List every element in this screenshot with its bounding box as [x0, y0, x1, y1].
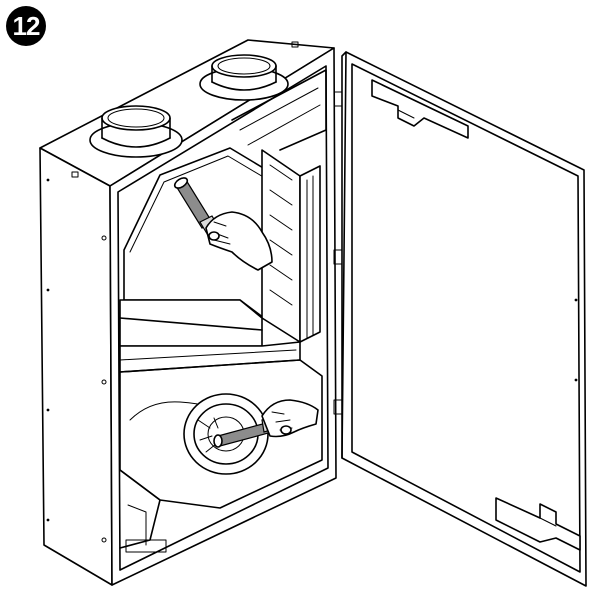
side-rivets — [46, 178, 107, 543]
duct-collar-front — [89, 105, 183, 158]
door-hinges — [333, 91, 343, 415]
door-handle-icon — [371, 79, 469, 139]
top-clip — [71, 171, 79, 178]
door-handle-icon — [495, 497, 581, 551]
vacuum-nozzle-lower — [213, 399, 319, 448]
hand-icon — [205, 211, 273, 271]
duct-collar-rear — [199, 54, 289, 101]
cabinet-door — [333, 51, 587, 587]
lower-chamber — [119, 359, 323, 553]
heat-exchanger — [261, 149, 321, 343]
step-number-badge: 12 — [6, 6, 46, 46]
cabinet-left-side — [39, 147, 113, 586]
vacuum-nozzle-upper — [173, 177, 273, 271]
hand-icon — [261, 399, 319, 438]
shelves — [119, 299, 301, 373]
top-clip-rear — [291, 41, 299, 48]
door-inner-panel — [351, 63, 581, 573]
